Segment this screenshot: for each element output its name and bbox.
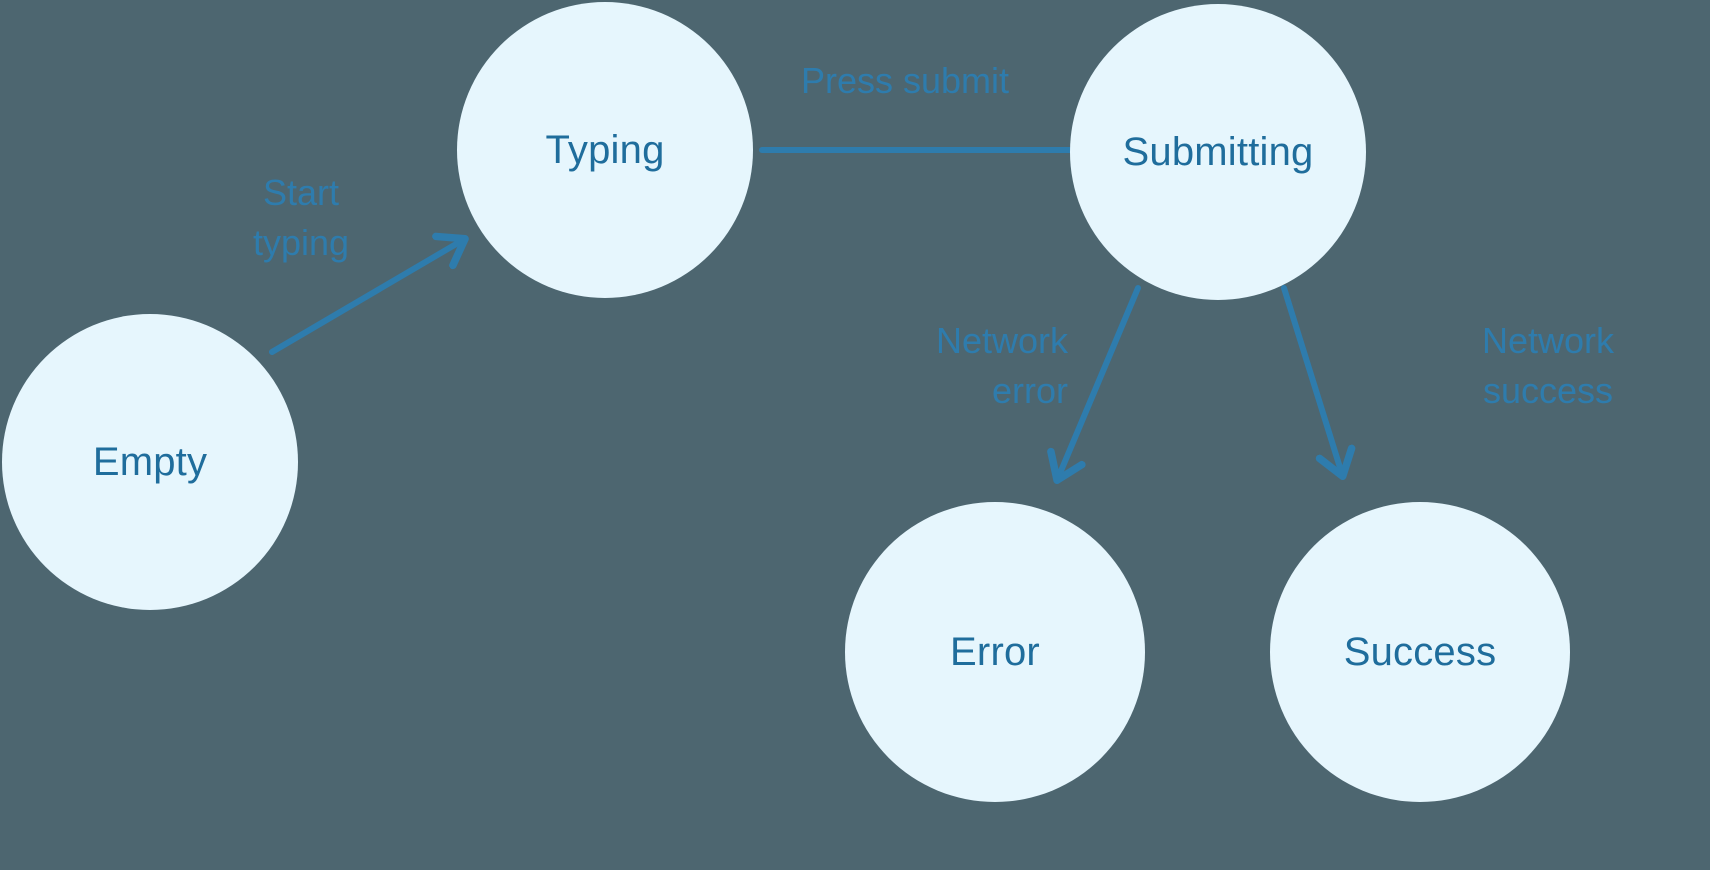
node-error[interactable]: Error — [845, 502, 1145, 802]
edge-submitting-to-success — [1281, 285, 1342, 474]
node-typing-label: Typing — [545, 127, 665, 172]
edge-label-press-submit: Press submit — [800, 60, 1010, 101]
edge-label-network-error: Network error — [935, 320, 1068, 411]
node-empty[interactable]: Empty — [2, 314, 298, 610]
edge-label-network-success: Network success — [1481, 320, 1615, 411]
node-submitting[interactable]: Submitting — [1070, 4, 1366, 300]
edge-submitting-to-error — [1058, 285, 1141, 478]
node-error-label: Error — [950, 629, 1040, 674]
node-empty-label: Empty — [92, 439, 208, 484]
node-success-label: Success — [1343, 629, 1497, 674]
edge-empty-to-typing — [269, 240, 463, 355]
node-submitting-label: Submitting — [1122, 129, 1314, 174]
edge-label-start-typing: Start typing — [252, 172, 350, 263]
node-typing[interactable]: Typing — [457, 2, 753, 298]
node-success[interactable]: Success — [1270, 502, 1570, 802]
